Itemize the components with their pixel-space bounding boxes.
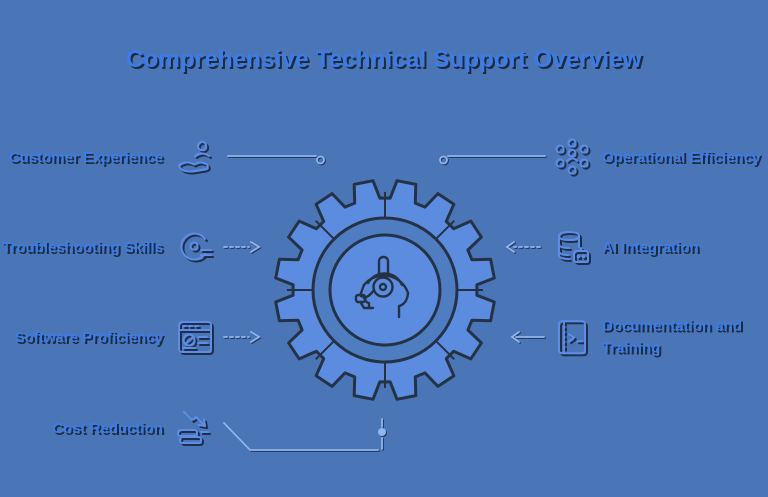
item-cost-reduction: Cost Reduction: [52, 408, 215, 448]
connector-cost-reduction-dot: [378, 428, 386, 436]
arrow-software-proficiency-head: [250, 331, 261, 343]
item-software-proficiency: Software Proficiency: [15, 317, 215, 357]
item-customer-experience: Customer Experience: [9, 137, 215, 177]
support-agent-headset-icon: [354, 255, 410, 319]
label-cost-reduction: Cost Reduction: [52, 419, 163, 437]
connector-customer-experience-end: [316, 155, 325, 165]
label-operational-efficiency: Operational Efficiency: [602, 148, 761, 166]
page-title: Comprehensive Technical Support Overview: [126, 46, 642, 73]
cost-reduction-icon: [177, 411, 209, 444]
arrow-ai-integration-head: [505, 241, 515, 253]
connector-operational-efficiency-end: [439, 155, 448, 165]
label-documentation-training: Documentation and Training: [602, 317, 743, 356]
gear-spokes: [287, 192, 483, 388]
item-operational-efficiency: Operational Efficiency: [552, 137, 760, 177]
arrow-documentation-head: [510, 331, 520, 343]
item-troubleshooting-skills: Troubleshooting Skills: [2, 227, 215, 267]
gear-body: [274, 179, 496, 401]
label-software-proficiency: Software Proficiency: [14, 328, 163, 346]
operational-efficiency-icon: [555, 138, 589, 175]
item-documentation-training: Documentation and Training: [552, 315, 754, 359]
documentation-training-icon: [558, 320, 586, 354]
item-ai-integration: AI Integration: [552, 227, 699, 267]
gear-inner-circle: [328, 233, 442, 347]
troubleshooting-skills-icon: [180, 232, 212, 261]
arrow-troubleshooting-head: [250, 241, 261, 253]
customer-experience-icon: [178, 140, 210, 173]
connector-cost-reduction: [223, 418, 383, 451]
software-proficiency-icon: [178, 321, 212, 353]
label-customer-experience: Customer Experience: [8, 148, 163, 166]
label-troubleshooting-skills: Troubleshooting Skills: [2, 238, 163, 256]
gear-outer-ring: [311, 216, 459, 364]
ai-integration-icon: [558, 231, 589, 263]
label-ai-integration: AI Integration: [602, 238, 699, 256]
